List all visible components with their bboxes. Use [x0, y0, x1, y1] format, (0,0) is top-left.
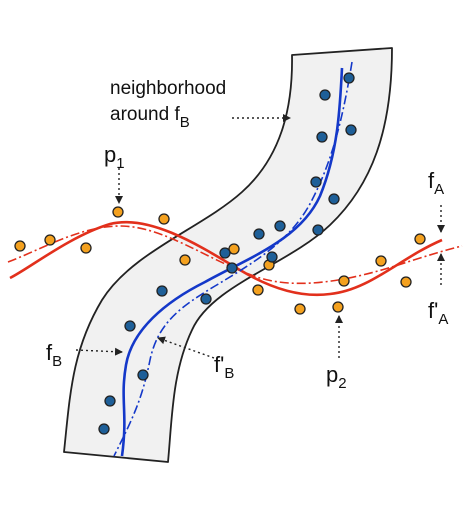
point-a [158, 213, 170, 225]
point-b [310, 176, 322, 188]
label-fa-prime: f'A [428, 298, 448, 328]
point-a [179, 254, 191, 266]
point-b [274, 220, 286, 232]
point-b [312, 224, 324, 236]
curve-f-prime-b [113, 61, 353, 457]
point-b [200, 293, 212, 305]
annotation-arrows [75, 114, 445, 359]
point-b [319, 89, 331, 101]
point-a [338, 275, 350, 287]
point-b [343, 72, 355, 84]
point-a [44, 234, 56, 246]
point-a [80, 242, 92, 254]
point-a [228, 243, 240, 255]
point-a [294, 303, 306, 315]
label-p2: p2 [326, 362, 347, 392]
point-a [252, 284, 264, 296]
points-group-b [98, 72, 357, 435]
point-b [98, 423, 110, 435]
point-a [112, 206, 124, 218]
label-neighborhood-line2: around fB [110, 104, 190, 131]
point-b [104, 395, 116, 407]
point-b [137, 369, 149, 381]
points-group-a [14, 206, 426, 315]
curve-f-prime-a [7, 225, 463, 285]
point-a [400, 276, 412, 288]
point-a [14, 240, 26, 252]
point-b [266, 251, 278, 263]
point-b [316, 131, 328, 143]
label-fb: fB [46, 340, 62, 370]
point-a [414, 233, 426, 245]
label-neighborhood-line1: neighborhood [110, 78, 226, 99]
point-b [156, 285, 168, 297]
label-fa: fA [428, 168, 444, 198]
point-b [345, 124, 357, 136]
point-b [226, 262, 238, 274]
point-b [219, 247, 231, 259]
point-b [253, 228, 265, 240]
point-a [375, 255, 387, 267]
point-a [332, 301, 344, 313]
label-p1: p1 [104, 142, 125, 172]
label-fb-prime: f'B [214, 352, 234, 382]
curve-f-b [120, 67, 344, 457]
point-b [328, 193, 340, 205]
point-b [124, 320, 136, 332]
